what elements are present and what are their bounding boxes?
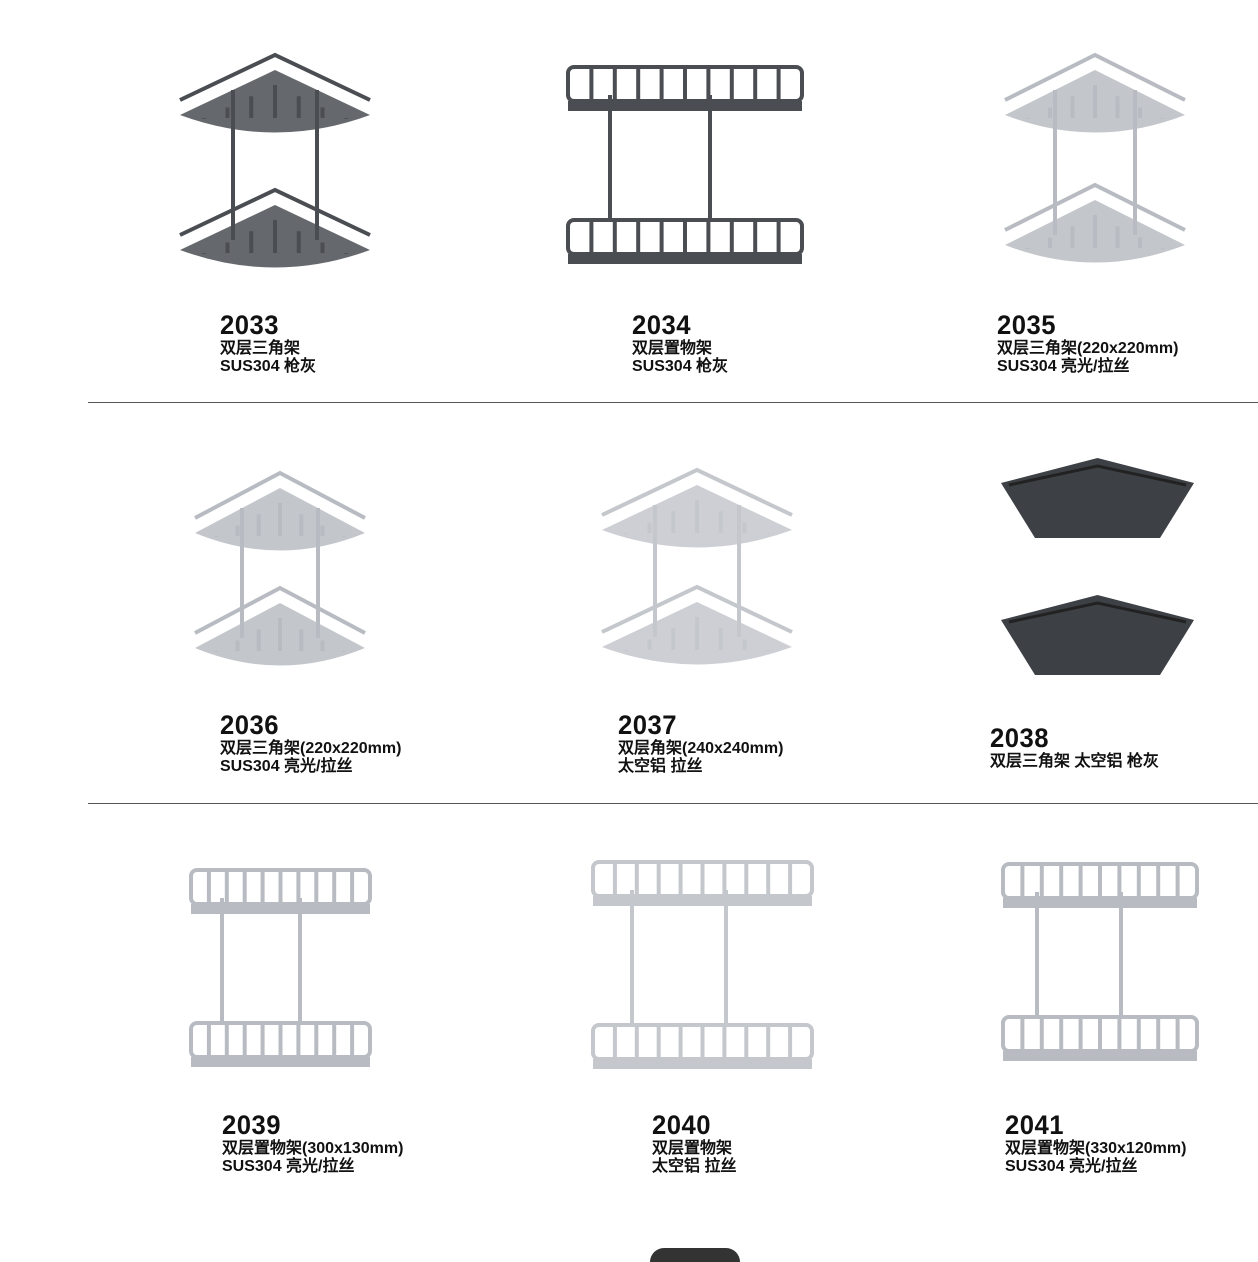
product-name: 双层三角架 太空铝 枪灰 <box>990 753 1159 770</box>
product-material: SUS304 亮光/拉丝 <box>222 1158 355 1175</box>
product-image-2035 <box>995 40 1195 290</box>
product-name: 双层三角架(220x220mm) <box>997 340 1179 357</box>
product-material: SUS304 枪灰 <box>632 358 729 375</box>
product-code: 2040 <box>652 1110 711 1140</box>
product-code: 2033 <box>220 310 279 340</box>
product-name: 双层置物架(330x120mm) <box>1005 1140 1187 1157</box>
product-image-2041 <box>995 852 1205 1082</box>
product-material: 太空铝 拉丝 <box>652 1158 737 1175</box>
product-material: SUS304 亮光/拉丝 <box>1005 1158 1138 1175</box>
product-image-2039 <box>183 858 378 1088</box>
product-name: 双层三角架 <box>220 340 301 357</box>
partial-product-image <box>650 1248 740 1262</box>
product-code: 2041 <box>1005 1110 1064 1140</box>
product-name: 双层角架(240x240mm) <box>618 740 784 757</box>
product-name: 双层三角架(220x220mm) <box>220 740 402 757</box>
product-material: SUS304 亮光/拉丝 <box>220 758 353 775</box>
product-material: SUS304 亮光/拉丝 <box>997 358 1130 375</box>
product-image-2036 <box>185 458 375 693</box>
product-name: 双层置物架 <box>652 1140 733 1157</box>
product-name: 双层置物架(300x130mm) <box>222 1140 404 1157</box>
divider-row-2 <box>88 803 1258 804</box>
product-image-2038 <box>995 458 1200 685</box>
product-code: 2035 <box>997 310 1056 340</box>
product-image-2037 <box>592 455 802 692</box>
product-code: 2034 <box>632 310 691 340</box>
product-code: 2037 <box>618 710 677 740</box>
product-code: 2039 <box>222 1110 281 1140</box>
product-image-2034 <box>560 55 810 285</box>
product-name: 双层置物架 <box>632 340 713 357</box>
product-material: SUS304 枪灰 <box>220 358 317 375</box>
product-material: 太空铝 拉丝 <box>618 758 703 775</box>
product-image-2040 <box>585 850 820 1090</box>
product-code: 2038 <box>990 723 1049 753</box>
product-image-2033 <box>170 40 380 295</box>
divider-row-1 <box>88 402 1258 403</box>
product-code: 2036 <box>220 710 279 740</box>
